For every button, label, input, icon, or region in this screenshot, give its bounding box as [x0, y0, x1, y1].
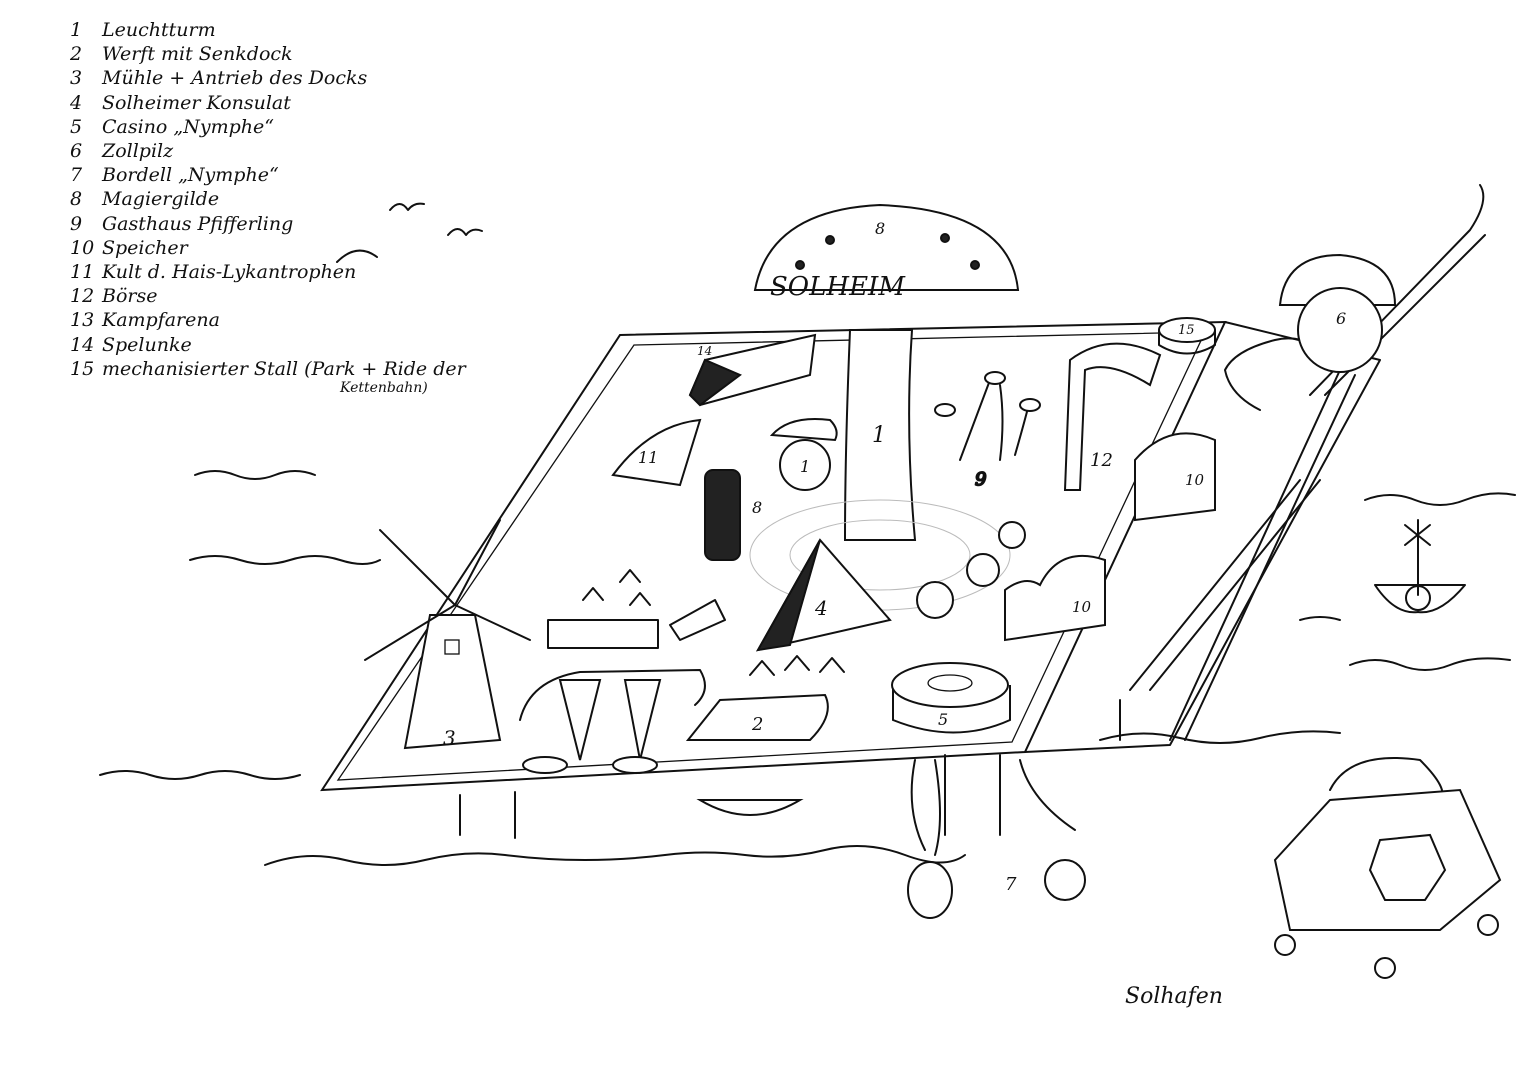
legend-item: 15 mechanisierter Stall (Park + Ride der [70, 357, 466, 381]
marker-mill: 3 [443, 726, 456, 750]
harbor-label: Solhafen [1125, 984, 1223, 1009]
city-name: SOLHEIM [770, 272, 906, 302]
legend-label: Gasthaus Pfifferling [102, 212, 294, 235]
marker-mages-guild: 8 [752, 498, 762, 517]
casino: 5 [891, 662, 1011, 734]
inn-mushrooms: 9 [934, 371, 1041, 491]
legend-item: 5 Casino „Nymphe“ [70, 115, 466, 139]
storage-a: 10 [1134, 432, 1216, 522]
legend-label: mechanisierter Stall (Park + Ride der [102, 357, 466, 380]
beacon-symbol [1374, 519, 1466, 614]
houses [547, 569, 845, 676]
legend-item: 3 Mühle + Antrieb des Docks [70, 66, 466, 90]
marker-brothel: 7 [1005, 874, 1017, 895]
sea-waves [99, 470, 1516, 866]
legend-label: Leuchtturm [102, 19, 216, 41]
marker-inn: 9 [975, 469, 986, 490]
consulate-pyramid: 4 [756, 538, 892, 652]
legend-label: Solheimer Konsulat [102, 91, 291, 114]
legend-number: 1 [70, 19, 83, 41]
legend-number: 14 [70, 333, 95, 356]
legend-item: 11 Kult d. Hais-Lykantrophen [70, 260, 466, 284]
legend-item: 6 Zollpilz [70, 139, 466, 163]
legend-label: Bordell „Nymphe“ [102, 164, 279, 187]
legend-label: Casino „Nymphe“ [102, 115, 274, 138]
birds [336, 202, 483, 263]
windmill: 3 [364, 519, 531, 750]
arena: 1 [769, 418, 838, 491]
legend-label: Magiergilde [102, 188, 220, 211]
shipyard: 2 [685, 693, 829, 816]
legend-label: Werft mit Senkdock [102, 43, 293, 66]
map-legend: 1 Leuchtturm 2 Werft mit Senkdock 3 Mühle + A… [70, 18, 466, 395]
marker-casino: 5 [938, 710, 948, 729]
legend-number: 9 [70, 212, 83, 235]
marker-arena: 1 [800, 457, 810, 476]
legend-number: 4 [70, 91, 83, 114]
marker-cult: 11 [638, 448, 658, 467]
legend-number: 11 [70, 261, 95, 284]
storage-b: 10 [1004, 554, 1106, 642]
legend-label: Speicher [102, 236, 188, 259]
marker-lighthouse-cap: 8 [875, 219, 885, 238]
legend-item: 2 Werft mit Senkdock [70, 42, 466, 66]
marker-lighthouse: 1 [872, 423, 886, 448]
legend-label: Kampfarena [102, 309, 220, 332]
legend-item: 1 Leuchtturm [70, 18, 466, 42]
legend-number: 15 [70, 357, 95, 380]
marker-customs: 6 [1336, 309, 1346, 328]
marker-storage-b: 10 [1072, 598, 1092, 616]
brothel: 7 [907, 759, 1086, 919]
legend-number: 12 [70, 285, 95, 308]
legend-number: 10 [70, 236, 95, 259]
stable: 15 [1158, 317, 1216, 355]
marker-shipyard: 2 [751, 714, 763, 735]
legend-label: Börse [102, 285, 158, 308]
legend-item: 12 Börse [70, 284, 466, 308]
legend-item: 14 Spelunke [70, 333, 466, 357]
legend-item: 9 Gasthaus Pfifferling [70, 212, 466, 236]
legend-item: 8 Magiergilde [70, 187, 466, 211]
legend-item: 4 Solheimer Konsulat [70, 91, 466, 115]
legend-number: 3 [70, 67, 83, 90]
customs-mushroom: 6 [1278, 253, 1397, 373]
legend-number: 5 [70, 115, 83, 138]
legend-number: 6 [70, 140, 83, 163]
marker-storage-a: 10 [1185, 471, 1205, 489]
legend-label: Mühle + Antrieb des Docks [102, 67, 368, 90]
nymph-faces [916, 521, 1026, 619]
legend-number: 2 [70, 43, 83, 66]
marker-stable: 15 [1178, 323, 1195, 338]
legend-number: 7 [70, 164, 83, 187]
legend-number: 8 [70, 188, 83, 211]
tavern: 14 [688, 333, 817, 407]
legend-item: 13 Kampfarena [70, 308, 466, 332]
mages-guild-tower: 8 [704, 469, 762, 561]
legend-number: 13 [70, 309, 95, 332]
solhafen-vehicle: Solhafen [1125, 757, 1502, 1009]
legend-item-15-continuation: Kettenbahn) [340, 380, 428, 397]
legend-label: Kult d. Hais-Lykantrophen [102, 261, 357, 284]
exchange: 12 [1063, 342, 1162, 491]
cult: 11 [611, 418, 702, 487]
legend-label: Zollpilz [102, 140, 174, 163]
legend-label: Spelunke [102, 333, 192, 356]
marker-exchange: 12 [1090, 450, 1113, 471]
marker-consulate: 4 [814, 596, 828, 620]
legend-item: 7 Bordell „Nymphe“ [70, 163, 466, 187]
marker-tavern: 14 [697, 344, 712, 358]
legend-item: 10 Speicher [70, 236, 466, 260]
cranes [519, 669, 706, 774]
lighthouse-mushroom: SOLHEIM 8 1 [749, 203, 1020, 611]
